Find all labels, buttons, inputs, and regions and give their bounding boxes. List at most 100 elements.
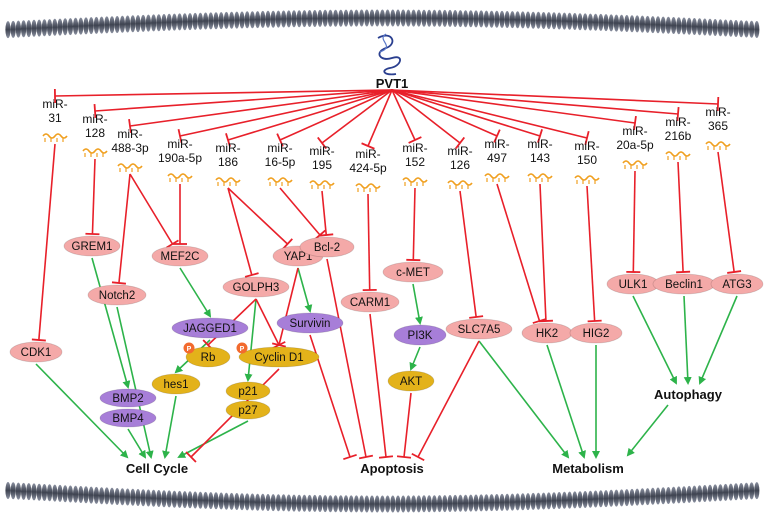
- edge-slc7a5-metabolism: [478, 340, 570, 459]
- mirna-label: miR-: [309, 144, 334, 158]
- edge-mir216b-beclin1: [676, 161, 691, 274]
- mirna-icon: [309, 180, 335, 189]
- node-mef2c: MEF2C: [151, 245, 209, 267]
- pvt1-label: PVT1: [376, 76, 409, 91]
- mirna-mir31: miR-31: [42, 97, 68, 142]
- node-slc7a5: SLC7A5: [445, 318, 513, 340]
- mirna-icon: [42, 133, 68, 142]
- mirna-label: miR-: [355, 147, 380, 161]
- mirna-label: 190a-5p: [158, 151, 202, 165]
- mirna-icon: [82, 148, 108, 157]
- mirna-label: 365: [708, 119, 728, 133]
- mirna-mir195: miR-195: [309, 144, 335, 189]
- node-jagged1: JAGGED1: [171, 317, 249, 339]
- edge-mir126-slc7a5: [459, 190, 484, 319]
- node-label: Cyclin D1: [254, 352, 303, 364]
- phospho-badge: P: [236, 342, 248, 354]
- node-p21: p21: [225, 381, 271, 401]
- edge-mir150-hig2: [586, 185, 602, 323]
- node-bmp2: BMP2: [99, 388, 157, 408]
- node-survivin: Survivin: [276, 312, 344, 334]
- mirna-label: 152: [405, 155, 425, 169]
- phospho-badge: P: [183, 342, 195, 354]
- mirna-label: miR-: [484, 137, 509, 151]
- edge-golph3-p21: [244, 298, 257, 382]
- node-ulk1: ULK1: [606, 273, 660, 295]
- edge-autophagy-metabolism: [626, 404, 669, 457]
- mirna-label: miR-: [447, 144, 472, 158]
- node-label: YAP1: [284, 251, 313, 263]
- mirna-label: 128: [85, 126, 105, 140]
- edge-mir186-yap1: [227, 187, 293, 250]
- mirna-label: 186: [218, 155, 238, 169]
- edge-pvt1-mir365: [391, 89, 720, 112]
- edge-pvt1-mir128: [93, 89, 393, 119]
- edge-pvt1-mir4883p: [128, 89, 393, 134]
- node-hk2: HK2: [521, 322, 573, 344]
- edge-pvt1-mir165p: [276, 89, 393, 147]
- mirna-label: miR-: [527, 137, 552, 151]
- edge-pvt1-mir195: [317, 89, 393, 150]
- bottom-membrane: [5, 482, 760, 513]
- mirna-icon: [355, 183, 381, 192]
- mirna-mir365: miR-365: [705, 105, 731, 150]
- edge-mir20a5p-ulk1: [626, 170, 641, 274]
- edge-carm1-apoptosis: [369, 313, 394, 459]
- node-label: p27: [238, 405, 257, 417]
- mirna-label: 488-3p: [111, 141, 149, 155]
- mirna-mir126: miR-126: [447, 144, 473, 189]
- node-label: JAGGED1: [183, 323, 237, 335]
- node-p27: p27: [225, 400, 271, 420]
- edge-pvt1-mir31: [53, 88, 393, 104]
- edge-mir143-hk2: [538, 183, 553, 323]
- edge-pvt1-mir20a5p: [391, 89, 637, 131]
- edge-pvt1-mir497: [391, 89, 501, 143]
- node-label: GOLPH3: [233, 282, 280, 294]
- mirna-mir186: miR-186: [215, 141, 241, 186]
- mirna-label: miR-: [117, 127, 142, 141]
- node-notch2: Notch2: [87, 284, 147, 306]
- mirna-label: miR-: [622, 124, 647, 138]
- node-atg3: ATG3: [710, 273, 764, 295]
- node-label: Beclin1: [665, 279, 703, 291]
- mirna-icon: [527, 173, 553, 182]
- node-cyclind1: Cyclin D1: [238, 346, 320, 368]
- mirna-icon: [622, 160, 648, 169]
- mirna-label: miR-: [402, 141, 427, 155]
- edge-beclin1-autophagy: [683, 295, 692, 385]
- edge-pvt1-mir126: [391, 89, 466, 150]
- mirna-label: miR-: [705, 105, 730, 119]
- edge-p27-cellcycle: [177, 420, 249, 458]
- edge-mef2c-jagged1: [179, 267, 212, 318]
- edge-mir4245p-carm1: [362, 193, 377, 292]
- mirna-label: 143: [530, 151, 550, 165]
- edge-grem1-bmp2: [91, 257, 131, 389]
- node-label: CARM1: [350, 297, 390, 309]
- mirna-icon: [665, 151, 691, 160]
- node-label: Survivin: [290, 318, 331, 330]
- node-label: c-MET: [396, 267, 430, 279]
- edge-atg3-autophagy: [698, 295, 738, 385]
- node-label: PI3K: [408, 330, 433, 342]
- node-label: HK2: [536, 328, 558, 340]
- mirna-icon: [402, 177, 428, 186]
- mirna-mir143: miR-143: [527, 137, 553, 182]
- node-rb: Rb: [185, 346, 231, 368]
- edge-mir4883p-mef2c: [129, 173, 179, 249]
- mirna-mir497: miR-497: [484, 137, 510, 182]
- mirna-icon: [167, 173, 193, 182]
- edge-pvt1-mir143: [391, 89, 543, 143]
- edge-hk2-metabolism: [546, 344, 586, 459]
- outcome-metabolism: Metabolism: [552, 461, 624, 476]
- mirna-label: miR-: [267, 141, 292, 155]
- edge-mir165p-bcl2: [279, 187, 326, 241]
- edge-cmet-pi3k: [412, 283, 423, 325]
- mirna-icon: [447, 180, 473, 189]
- mirna-label: 424-5p: [349, 161, 387, 175]
- node-label: CDK1: [21, 347, 52, 359]
- edge-mir31-cdk1: [31, 143, 56, 342]
- edge-mir128-grem1: [85, 158, 100, 236]
- node-akt: AKT: [387, 370, 435, 392]
